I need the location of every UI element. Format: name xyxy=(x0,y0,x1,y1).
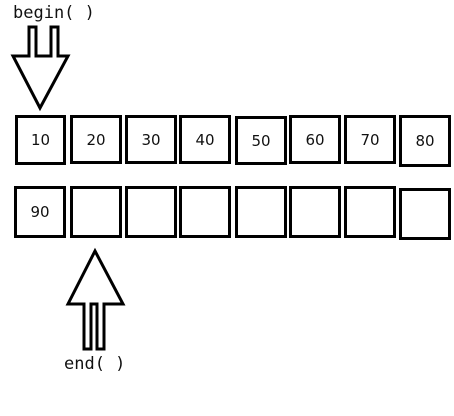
array-cell xyxy=(235,186,287,238)
array-cell xyxy=(344,186,396,238)
array-cell: 20 xyxy=(70,115,122,164)
array-cell: 30 xyxy=(125,115,177,164)
array-cell: 10 xyxy=(15,115,66,165)
array-cell: 70 xyxy=(344,115,396,164)
array-cell: 40 xyxy=(179,115,231,164)
array-cell xyxy=(399,188,451,240)
end-label: end( ) xyxy=(64,354,126,374)
array-cell: 50 xyxy=(235,116,287,165)
begin-label: begin( ) xyxy=(13,3,95,23)
array-cell xyxy=(125,186,177,238)
array-cell xyxy=(179,186,231,238)
array-cell: 80 xyxy=(399,115,451,167)
array-cell: 60 xyxy=(289,115,341,164)
array-cell xyxy=(289,186,341,238)
array-cell: 90 xyxy=(14,186,66,238)
array-cell xyxy=(70,186,122,238)
